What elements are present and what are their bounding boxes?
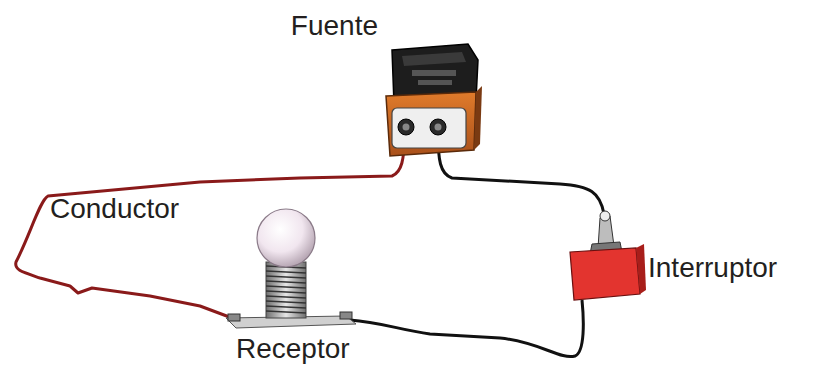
part-label: Conductor <box>50 193 179 225</box>
toggle-switch <box>570 211 646 300</box>
black-wire <box>350 300 583 357</box>
coil-winding <box>266 276 306 278</box>
coil-winding <box>266 271 306 273</box>
part-label: Receptor <box>236 333 350 365</box>
coil-winding <box>266 281 306 283</box>
coil-winding <box>266 301 306 303</box>
coil-winding <box>266 306 306 308</box>
coil-winding <box>266 291 306 293</box>
light-bulb <box>226 209 356 328</box>
coil-winding <box>266 296 306 298</box>
part-label: Fuente <box>291 10 378 42</box>
battery-9v <box>386 44 482 156</box>
part-label: Interruptor <box>648 252 777 284</box>
red-wire <box>16 132 405 318</box>
coil-winding <box>266 311 306 313</box>
coil-winding <box>266 286 306 288</box>
